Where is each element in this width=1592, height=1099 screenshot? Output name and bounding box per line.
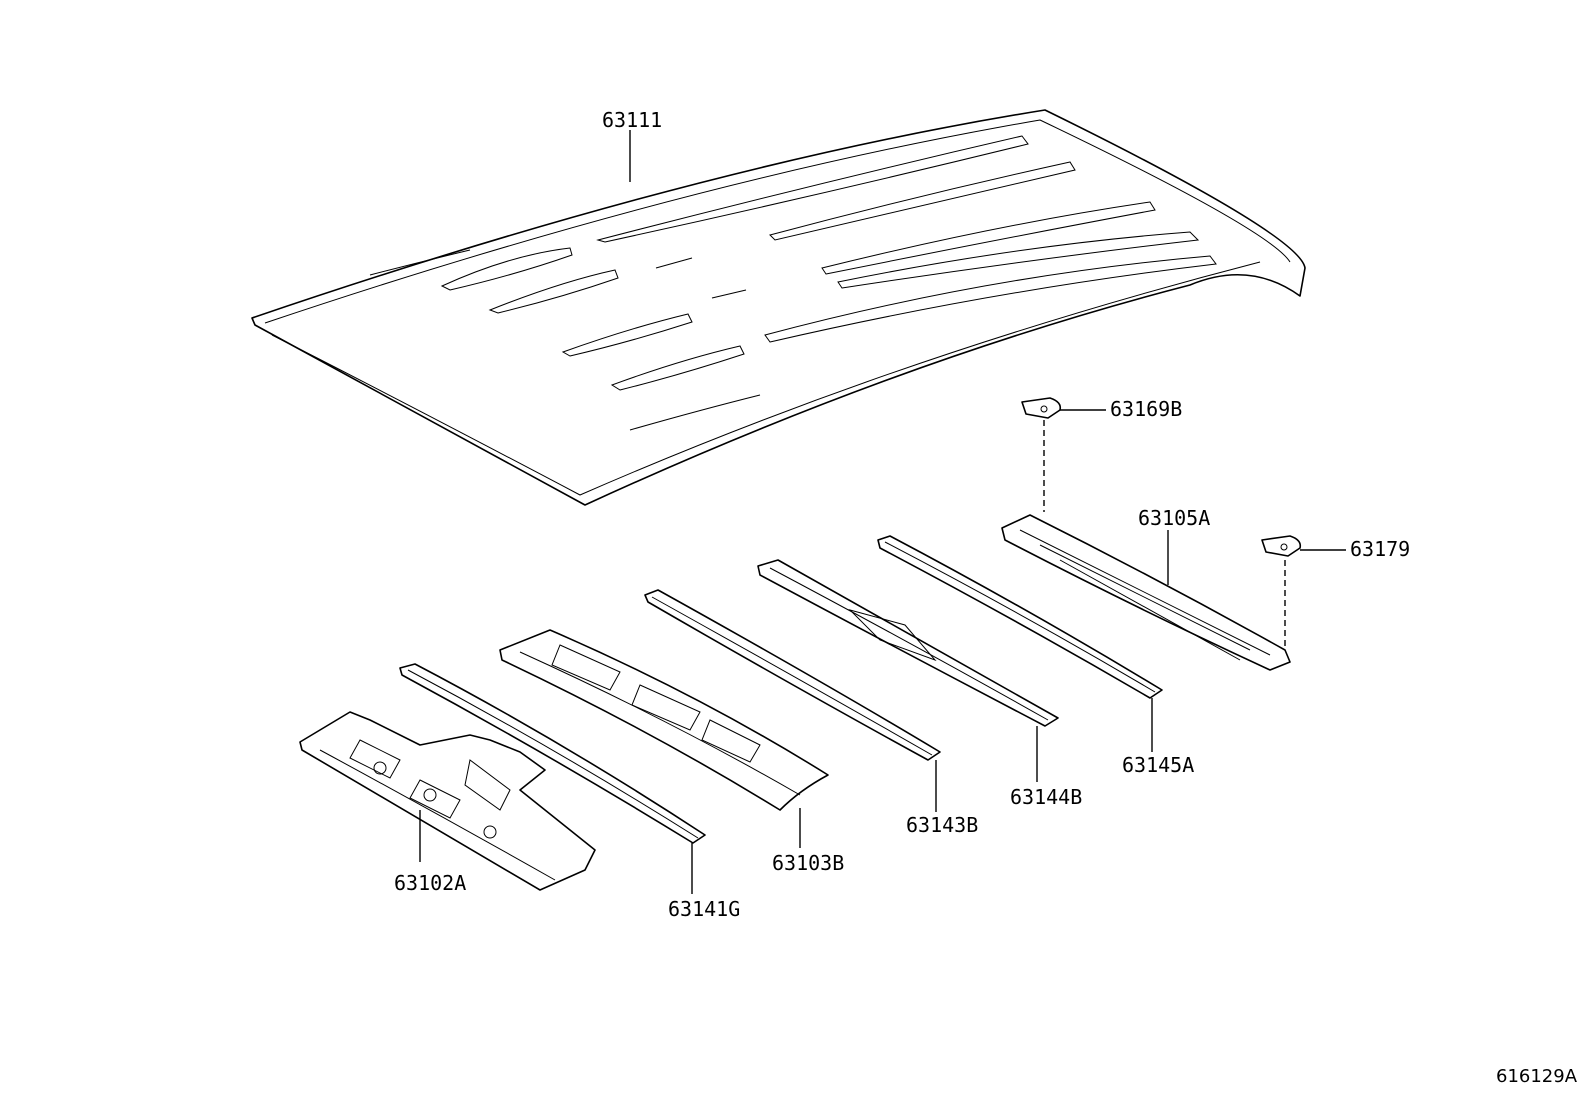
label-63169b: 63169B: [1110, 397, 1182, 421]
front-header-panel-part: [299, 711, 596, 891]
roof-bow-63141g-part: [399, 663, 706, 844]
rear-header-panel-part: [1001, 514, 1291, 671]
label-63143b: 63143B: [906, 813, 978, 837]
label-63103b: 63103B: [772, 851, 844, 875]
label-63141g: 63141G: [668, 897, 740, 921]
roof-bow-63144b-part: [757, 559, 1059, 727]
label-63144b: 63144B: [1010, 785, 1082, 809]
roof-bow-63143b-part: [644, 589, 941, 761]
roof-bow-63145a-part: [877, 535, 1163, 699]
label-63111: 63111: [602, 108, 662, 132]
label-63179: 63179: [1350, 537, 1410, 561]
label-63145a: 63145A: [1122, 753, 1194, 777]
roof-panel-part: [251, 109, 1306, 506]
figure-number: 616129A: [1496, 1066, 1578, 1087]
label-63105a: 63105A: [1138, 506, 1210, 530]
center-header-panel-part: [499, 629, 829, 811]
label-63102a: 63102A: [394, 871, 466, 895]
